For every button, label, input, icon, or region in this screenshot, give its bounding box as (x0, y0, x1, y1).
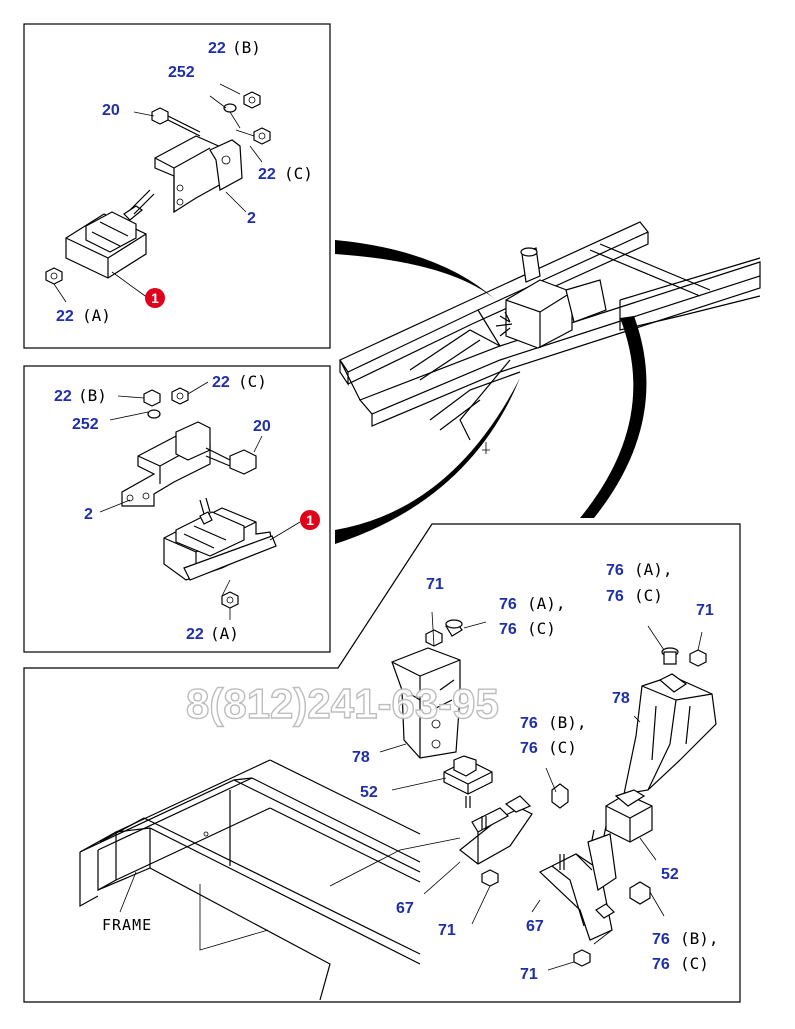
label-76b: 76 (652, 931, 670, 948)
label-71: 71 (438, 922, 456, 939)
label-76c: 76 (520, 740, 538, 757)
label-76a-suffix: (A), (527, 594, 566, 613)
panel-bottom (23, 523, 741, 1003)
label-71: 71 (696, 602, 714, 619)
label-76c: 76 (499, 621, 517, 638)
watermark-phone: 8(812)241-63-95 (186, 680, 499, 727)
label-20: 20 (253, 418, 271, 435)
label-76c: 76 (606, 588, 624, 605)
label-22a: 22 (186, 626, 204, 643)
marker-1-top: 1 (145, 288, 165, 308)
panel-mid-left (23, 365, 331, 653)
marker-1-mid: 1 (300, 510, 320, 530)
label-52: 52 (360, 784, 378, 801)
top-left-labels: 22 (B) 252 20 22 (C) 2 22 (A) (56, 38, 313, 325)
label-78: 78 (352, 749, 370, 766)
label-71: 71 (426, 576, 444, 593)
panel-top-left (23, 23, 331, 349)
label-22b: 22 (54, 388, 72, 405)
label-22a-suffix: (A) (210, 624, 239, 643)
label-76a-suffix: (A), (634, 560, 673, 579)
label-252: 252 (72, 416, 99, 433)
label-52: 52 (661, 866, 679, 883)
label-67: 67 (526, 918, 544, 935)
label-76c-suffix: (C) (548, 738, 577, 757)
label-2: 2 (247, 210, 256, 227)
frame-rail (79, 759, 461, 1001)
label-22c: 22 (258, 166, 276, 183)
marker-number: 1 (306, 512, 314, 528)
label-76b-suffix: (B), (548, 713, 587, 732)
label-252: 252 (168, 64, 195, 81)
label-22b-suffix: (B) (78, 386, 107, 405)
label-2: 2 (84, 506, 93, 523)
label-22b-suffix: (B) (232, 38, 261, 57)
label-22a-suffix: (A) (82, 306, 111, 325)
label-67: 67 (396, 900, 414, 917)
label-71: 71 (520, 966, 538, 983)
label-76b: 76 (520, 715, 538, 732)
top-left-assembly (45, 83, 271, 303)
label-22a: 22 (56, 308, 74, 325)
callout-arcs (335, 240, 647, 544)
vehicle-frame-overview (339, 221, 761, 454)
left-mount-stack (379, 611, 569, 925)
label-76c-suffix: (C) (680, 954, 709, 973)
mid-left-assembly (99, 381, 301, 620)
label-76c-suffix: (C) (634, 586, 663, 605)
mid-left-labels: 22 (B) 22 (C) 252 20 2 22 (A) (54, 372, 271, 643)
marker-number: 1 (151, 290, 159, 306)
right-mount-stack (531, 625, 717, 971)
label-76a: 76 (499, 596, 517, 613)
label-22c: 22 (212, 374, 230, 391)
label-76b-suffix: (B), (680, 929, 719, 948)
label-76a: 76 (606, 562, 624, 579)
label-22b: 22 (208, 40, 226, 57)
bottom-labels: 71 76 (A), 76 (C) 78 52 76 (B), 76 (C) 6… (102, 560, 719, 983)
label-22c-suffix: (C) (284, 164, 313, 183)
label-78: 78 (612, 690, 630, 707)
frame-label: FRAME (102, 916, 152, 934)
label-22c-suffix: (C) (238, 372, 267, 391)
label-76c: 76 (652, 956, 670, 973)
label-20: 20 (102, 102, 120, 119)
label-76c-suffix: (C) (527, 619, 556, 638)
